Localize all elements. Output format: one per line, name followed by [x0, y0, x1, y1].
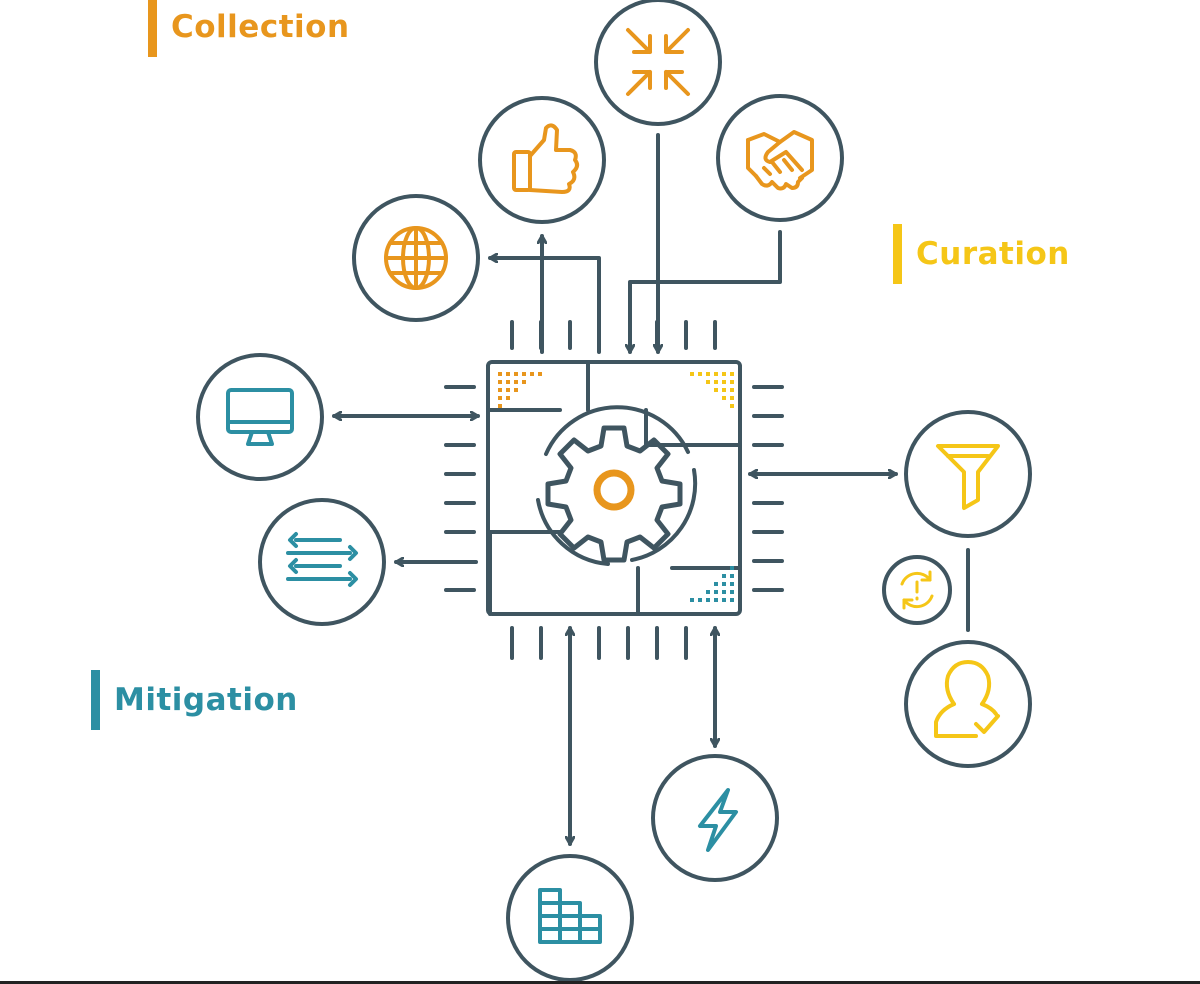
node-bricks [506, 854, 634, 982]
mitigation-accent-bar [91, 670, 100, 730]
node-monitor [196, 353, 324, 481]
node-handshake [716, 94, 844, 222]
curation-label: Curation [893, 224, 1070, 284]
connectors [332, 133, 970, 846]
chip-dots-orange [498, 372, 542, 408]
node-globe [352, 194, 480, 322]
curation-accent-bar [893, 224, 902, 284]
gear-icon [536, 405, 698, 566]
thumbs-up-icon [512, 123, 580, 194]
monitor-icon [226, 388, 294, 446]
refresh-alert-icon [900, 570, 934, 610]
chip-dots-yellow [690, 372, 734, 408]
collection-label-text: Collection [171, 9, 350, 45]
curation-label-text: Curation [916, 236, 1070, 272]
globe-icon [384, 226, 448, 290]
merge-arrows-icon [626, 28, 690, 96]
mitigation-label-text: Mitigation [114, 682, 298, 718]
chip [486, 360, 742, 616]
node-user-check [904, 640, 1032, 768]
brick-wall-icon [538, 888, 602, 944]
bottom-divider [0, 981, 1200, 984]
node-lightning [651, 754, 779, 882]
node-thumbs-up [478, 96, 606, 224]
collection-label: Collection [148, 0, 350, 57]
mitigation-label: Mitigation [91, 670, 298, 730]
chip-pins-left [444, 385, 476, 592]
filter-funnel-icon [936, 444, 1000, 510]
node-filter [904, 410, 1032, 538]
chip-pins-bottom [510, 626, 688, 660]
chip-pins-right [752, 385, 784, 592]
node-merge [594, 0, 722, 126]
chip-dots-teal [690, 566, 734, 602]
handshake-icon [746, 130, 814, 191]
user-check-icon [934, 660, 1000, 738]
list-arrows-icon [286, 532, 358, 587]
collection-accent-bar [148, 0, 157, 57]
node-list [258, 498, 386, 626]
node-refresh-alert [882, 555, 952, 625]
lightning-bolt-icon [698, 788, 738, 852]
